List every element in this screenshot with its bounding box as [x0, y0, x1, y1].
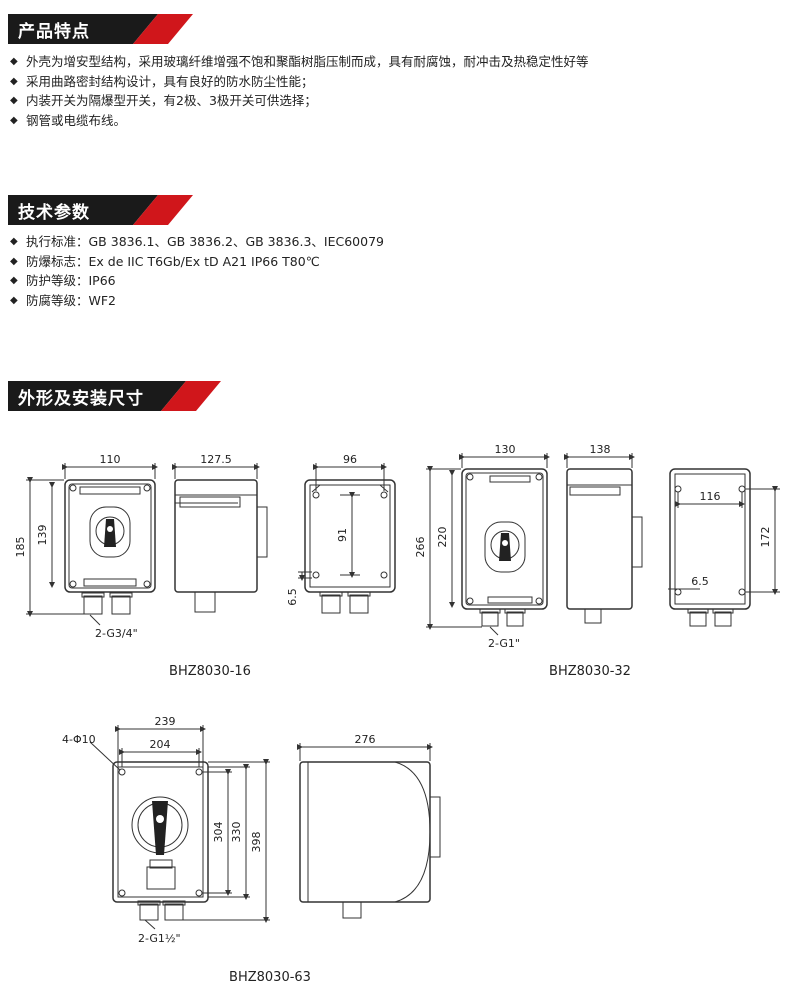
spec-list: 执行标准：GB 3836.1、GB 3836.2、GB 3836.3、IEC60… [10, 232, 384, 310]
dim-label: 2-G3/4" [95, 627, 138, 640]
dim-label: 110 [100, 453, 121, 466]
section-title-features: 产品特点 [8, 14, 243, 44]
dim-label: 4-Φ10 [62, 733, 96, 746]
dim-label: 304 [212, 822, 225, 843]
dim-label: 116 [700, 490, 721, 503]
dim-label: 6.5 [691, 575, 709, 588]
bhz16-side-view [174, 479, 268, 613]
dim-label: 96 [343, 453, 357, 466]
list-item: 采用曲路密封结构设计，具有良好的防水防尘性能； [10, 72, 589, 92]
dim-label: 2-G1" [488, 637, 520, 650]
list-item: 防腐等级：WF2 [10, 291, 384, 311]
dim-label: 398 [250, 832, 263, 853]
dim-label: 130 [495, 443, 516, 456]
dim-label: 330 [230, 822, 243, 843]
dim-label: 204 [150, 738, 171, 751]
bhz63-side-view [299, 761, 441, 919]
dim-label: 91 [336, 528, 349, 542]
dim-label: 266 [414, 537, 427, 558]
dim-label: 138 [590, 443, 611, 456]
feature-list: 外壳为增安型结构，采用玻璃纤维增强不饱和聚酯树脂压制而成，具有耐腐蚀，耐冲击及热… [10, 52, 589, 130]
dim-label: 239 [155, 715, 176, 728]
section-title-text: 外形及安装尺寸 [18, 389, 144, 409]
title-banner-icon [8, 14, 193, 44]
section-title-dimensions: 外形及安装尺寸 [8, 381, 243, 411]
list-item: 防爆标志：Ex de IIC T6Gb/Ex tD A21 IP66 T80℃ [10, 252, 384, 272]
dim-label: 127.5 [200, 453, 232, 466]
dimension-drawings: 110 127.5 96 185 139 91 6.5 2-G3/4" BHZ8… [14, 443, 780, 985]
model-label: BHZ8030-32 [549, 664, 631, 679]
bhz32-front-view [461, 468, 548, 627]
bhz63-front-view [112, 761, 209, 921]
title-banner-icon [8, 195, 193, 225]
dim-label: 185 [14, 537, 27, 558]
section-title-text: 产品特点 [18, 22, 90, 42]
title-banner-icon [8, 381, 221, 411]
bhz32-side-view [566, 468, 643, 624]
dim-label: 220 [436, 527, 449, 548]
list-item: 钢管或电缆布线。 [10, 111, 589, 131]
list-item: 外壳为增安型结构，采用玻璃纤维增强不饱和聚酯树脂压制而成，具有耐腐蚀，耐冲击及热… [10, 52, 589, 72]
list-item: 执行标准：GB 3836.1、GB 3836.2、GB 3836.3、IEC60… [10, 232, 384, 252]
dim-label: 172 [759, 527, 772, 548]
list-item: 内装开关为隔爆型开关，有2极、3极开关可供选择； [10, 91, 589, 111]
dim-label: 276 [355, 733, 376, 746]
dim-label: 2-G1½" [138, 932, 181, 945]
section-title-text: 技术参数 [18, 203, 90, 223]
section-title-specs: 技术参数 [8, 195, 243, 225]
dim-label: 139 [36, 525, 49, 546]
list-item: 防护等级：IP66 [10, 271, 384, 291]
dim-label: 6.5 [286, 588, 299, 606]
bhz16-front-view [64, 479, 156, 615]
model-label: BHZ8030-16 [169, 664, 251, 679]
model-label: BHZ8030-63 [229, 970, 311, 985]
bhz16-back-view [304, 479, 396, 614]
